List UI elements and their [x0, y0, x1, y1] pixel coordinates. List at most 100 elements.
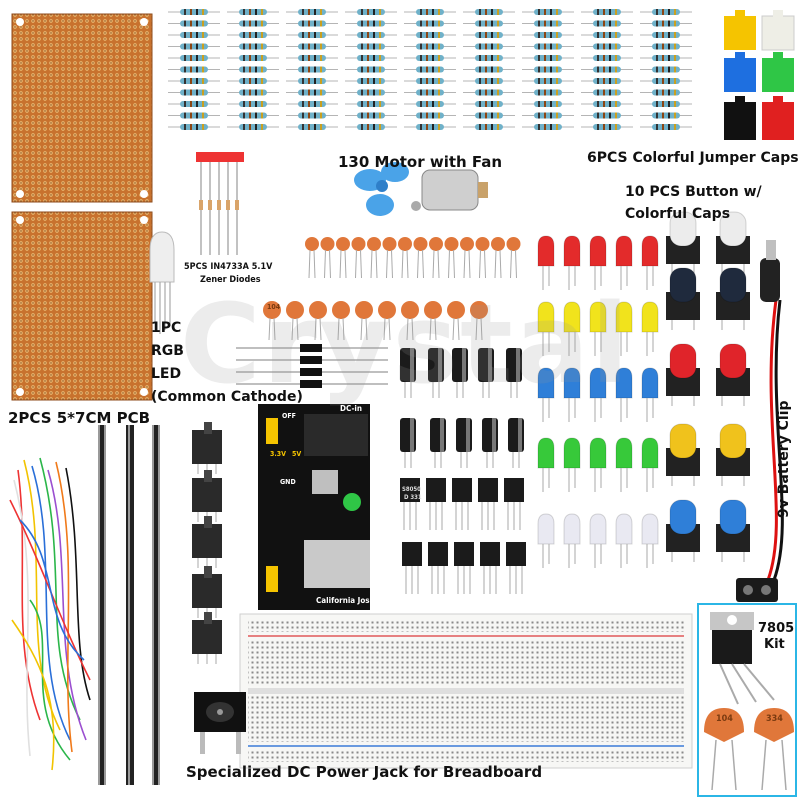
ceramic-cap: [413, 237, 428, 251]
cap-lead: [360, 249, 362, 279]
resistor-body: [239, 112, 267, 119]
resistor-band: [184, 124, 186, 130]
resistor-band: [184, 89, 186, 96]
resistor-band: [261, 32, 263, 38]
cap-lead: [383, 317, 386, 341]
resistor-band: [373, 124, 375, 130]
pcb-board-bottom: [11, 211, 153, 401]
resistor-band: [184, 43, 186, 50]
label-buttons-2: Colorful Caps: [625, 206, 731, 222]
resistor-band: [261, 101, 263, 107]
resistor-body: [416, 55, 444, 61]
slide-switch-body: [192, 574, 222, 608]
resistor-band: [538, 101, 540, 107]
resistor-band: [420, 66, 422, 73]
resistor-band: [379, 55, 381, 61]
resistor-body: [593, 101, 621, 107]
resistor-band: [308, 20, 310, 27]
slide-switch-body: [192, 620, 222, 654]
resistor-band: [314, 32, 316, 38]
ceramic-cap: [424, 301, 442, 319]
resistor-band: [656, 101, 658, 107]
resistor-band: [603, 32, 605, 38]
resistor-band: [609, 78, 611, 84]
cap-lead: [324, 249, 326, 279]
cap-lead: [417, 249, 419, 279]
resistor-band: [420, 101, 422, 107]
transistor-body: [504, 478, 524, 502]
cap-lead: [411, 317, 414, 341]
resistor-body: [180, 55, 208, 61]
cap-stripe: [410, 418, 414, 452]
led: [589, 301, 607, 333]
breadboard: [239, 613, 693, 769]
resistor-band: [538, 78, 540, 84]
resistor-body: [357, 32, 385, 38]
cap-lead: [273, 317, 276, 341]
resistor-band: [656, 20, 658, 27]
ceramic-cap: [444, 237, 459, 251]
resistor-band: [674, 112, 676, 119]
resistor-body: [298, 55, 326, 61]
resistor-band: [196, 20, 198, 27]
resistor-band: [603, 55, 605, 61]
resistor-band: [662, 66, 664, 73]
resistor-band: [432, 32, 434, 38]
resistor-band: [426, 101, 428, 107]
resistor-band: [609, 66, 611, 73]
resistor-band: [615, 89, 617, 96]
resistor-band: [538, 20, 540, 27]
resistor-band: [556, 78, 558, 84]
resistor-band: [662, 112, 664, 119]
resistor-band: [184, 20, 186, 27]
resistor-band: [426, 9, 428, 15]
resistor-band: [202, 89, 204, 96]
resistor-band: [432, 78, 434, 84]
resistor-band: [556, 66, 558, 73]
resistor-body: [239, 78, 267, 84]
resistor-band: [196, 89, 198, 96]
cap-lead: [370, 249, 373, 279]
cap-lead: [314, 317, 317, 341]
ceramic-cap: [398, 237, 412, 251]
resistor-band: [261, 78, 263, 84]
ceramic-cap: [309, 301, 327, 319]
resistor-band: [190, 124, 192, 130]
resistor-band: [420, 124, 422, 130]
resistor-body: [416, 20, 444, 27]
cap-stripe: [518, 418, 522, 452]
resistor-body: [180, 43, 208, 50]
resistor-band: [255, 89, 257, 96]
resistor-band: [615, 78, 617, 84]
cap-lead: [339, 249, 342, 279]
resistor-band: [597, 78, 599, 84]
resistor-band: [308, 66, 310, 73]
cap-lead: [457, 317, 460, 341]
resistor-body: [593, 66, 621, 73]
resistor-band: [603, 78, 605, 84]
cap-lead: [342, 317, 345, 341]
resistor-band: [367, 112, 369, 119]
resistor-band: [656, 124, 658, 130]
transistor-body: [428, 542, 448, 566]
resistor-band: [485, 112, 487, 119]
resistor-body: [593, 89, 621, 96]
resistor-band: [361, 32, 363, 38]
resistor-band: [184, 78, 186, 84]
resistor-band: [373, 9, 375, 15]
resistor-band: [556, 9, 558, 15]
led: [563, 235, 581, 267]
label-buttons-1: 10 PCS Button w/: [625, 184, 762, 200]
resistor-band: [243, 66, 245, 73]
resistor-band: [656, 32, 658, 38]
resistor-band: [196, 124, 198, 130]
cap-lead: [463, 249, 466, 279]
resistor-body: [652, 43, 680, 50]
ceramic-cap: [429, 237, 443, 251]
resistor-band: [249, 112, 251, 119]
resistor-band: [615, 112, 617, 119]
label-pcb: 2PCS 5*7CM PCB: [8, 409, 151, 427]
resistor-band: [615, 101, 617, 107]
resistor-band: [373, 20, 375, 27]
label-jumper-caps: 6PCS Colorful Jumper Caps: [587, 150, 799, 166]
